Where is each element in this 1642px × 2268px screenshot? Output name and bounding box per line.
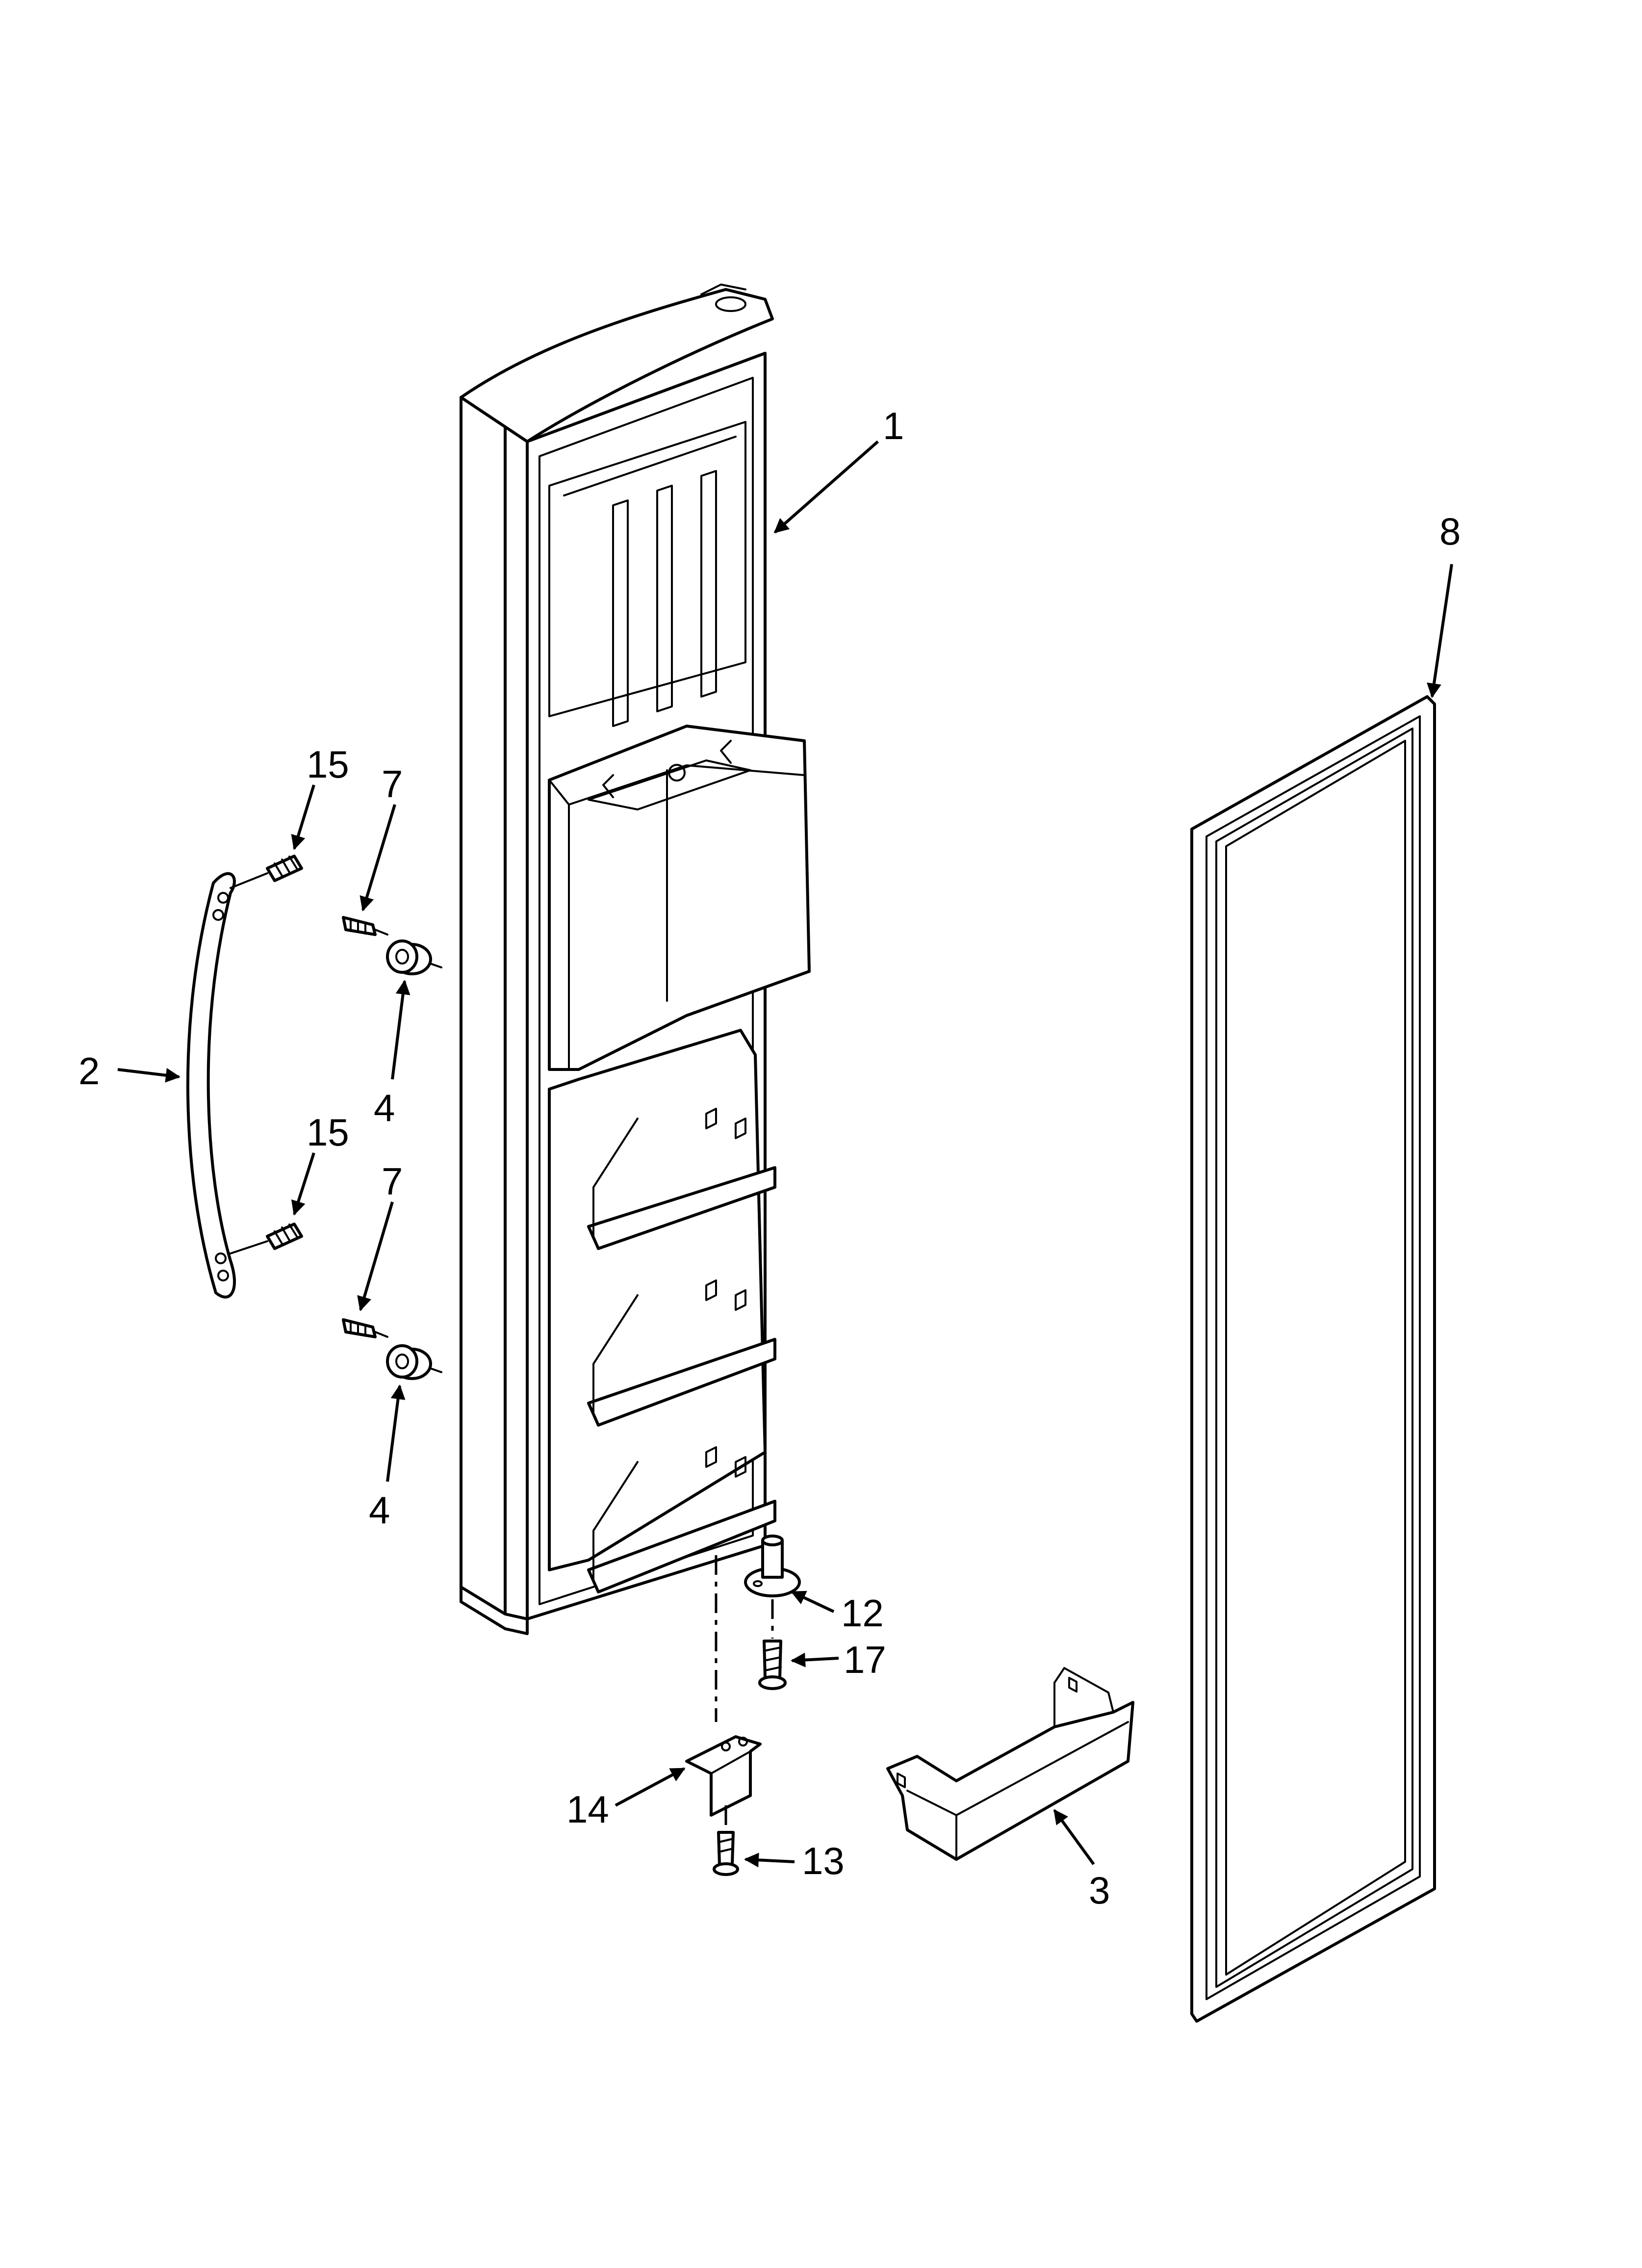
callout-door: 1 [883, 404, 904, 447]
callout-spacer-lower: 4 [369, 1488, 390, 1532]
callout-hinge-screw: 13 [802, 1839, 845, 1882]
leader-gasket [1427, 564, 1453, 698]
handle-screw-upper [230, 855, 303, 889]
callout-pin-screw: 17 [844, 1638, 886, 1681]
callout-spacer-upper: 4 [374, 1086, 395, 1129]
callout-handle: 2 [78, 1049, 100, 1093]
leader-handle-screw-lower [291, 1152, 315, 1216]
leader-door-bin [1053, 1809, 1095, 1865]
leader-hinge-bracket [615, 1767, 686, 1807]
callout-handle-screw-upper: 15 [307, 743, 349, 786]
hinge-bracket [685, 1735, 762, 1817]
spacer-upper [386, 939, 442, 975]
leader-pin-screw [791, 1652, 839, 1668]
screw-lower [342, 1318, 388, 1338]
screw-upper [342, 916, 388, 936]
handle-screw-lower [230, 1223, 303, 1254]
leader-hinge-pin [791, 1590, 835, 1613]
callout-door-bin: 3 [1089, 1869, 1110, 1912]
leader-screw-lower [357, 1201, 394, 1311]
callout-hinge-pin: 12 [841, 1591, 884, 1635]
leader-handle [117, 1068, 180, 1083]
leader-hinge-screw [744, 1852, 795, 1868]
spacer-lower [386, 1344, 442, 1380]
door-assembly [460, 284, 811, 1635]
callout-handle-screw-lower: 15 [307, 1111, 349, 1154]
door-bin [886, 1667, 1134, 1861]
leader-door [773, 440, 879, 534]
callout-gasket: 8 [1439, 510, 1461, 553]
leader-spacer-lower [386, 1384, 406, 1482]
pin-screw [758, 1640, 787, 1690]
hinge-pin [744, 1535, 801, 1597]
door-handle [186, 872, 236, 1299]
door-gasket [1190, 695, 1436, 2023]
callout-screw-upper: 7 [382, 762, 403, 806]
leader-screw-upper [359, 804, 396, 912]
leader-handle-screw-upper [291, 784, 315, 850]
callout-screw-lower: 7 [382, 1160, 403, 1203]
callout-hinge-bracket: 14 [566, 1788, 609, 1831]
leader-spacer-upper [391, 980, 410, 1080]
hinge-screw [713, 1831, 739, 1876]
